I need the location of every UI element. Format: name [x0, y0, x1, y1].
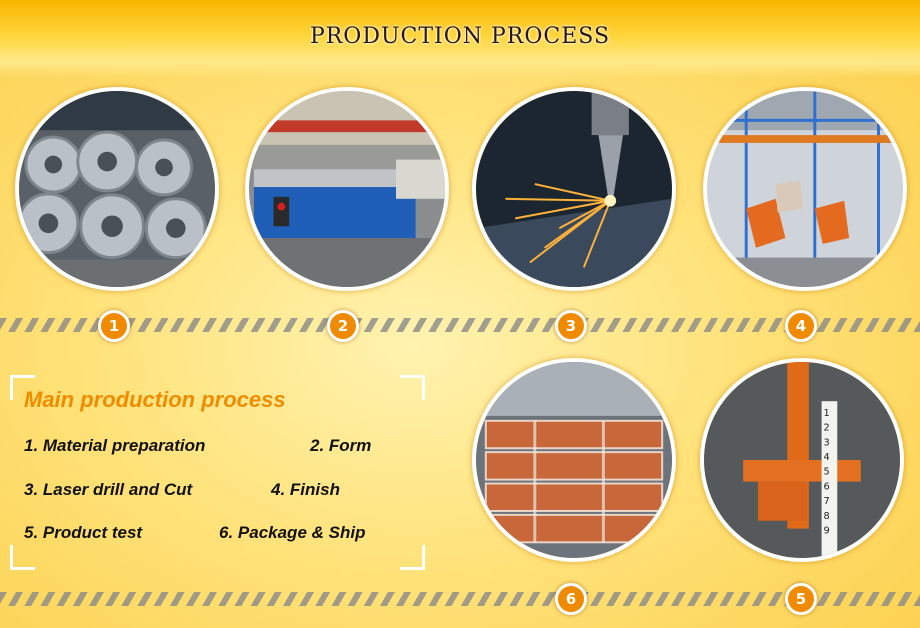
panel-corner [400, 375, 425, 400]
step-text-3: 3. Laser drill and Cut [24, 480, 193, 499]
step-text-1: 1. Material preparation [24, 436, 206, 455]
step-badge-3: 3 [555, 310, 587, 342]
panel-title: Main production process [24, 387, 286, 412]
steel-coils-photo [15, 87, 219, 291]
step-badge-1: 1 [98, 310, 130, 342]
laser-cutting-photo [472, 87, 676, 291]
svg-text:1: 1 [824, 408, 830, 419]
header-bar [0, 0, 920, 78]
step-text-6: 6. Package & Ship [219, 523, 366, 542]
packaged-pallets-photo [472, 358, 676, 562]
svg-text:3: 3 [824, 437, 830, 448]
svg-text:5: 5 [824, 467, 830, 478]
painting-line-photo [703, 87, 907, 291]
step-badge-6: 6 [555, 583, 587, 615]
step-badge-5: 5 [785, 583, 817, 615]
divider-stripe [0, 318, 920, 332]
svg-text:9: 9 [824, 526, 830, 537]
step-text-4: 4. Finish [271, 480, 340, 499]
svg-text:6: 6 [824, 481, 830, 492]
step-text-2: 2. Form [310, 436, 372, 455]
product-test-photo: 1 2 3 4 5 6 7 8 9 [700, 358, 904, 562]
divider-stripe [0, 592, 920, 606]
svg-text:8: 8 [824, 511, 830, 522]
forming-machine-photo [245, 87, 449, 291]
step-text-5: 5. Product test [24, 523, 143, 542]
panel-corner [10, 375, 35, 400]
panel-corner [400, 545, 425, 570]
panel-corner [10, 545, 35, 570]
page-title: PRODUCTION PROCESS [309, 24, 611, 49]
svg-text:7: 7 [824, 496, 830, 507]
svg-text:2: 2 [824, 423, 830, 434]
step-badge-2: 2 [327, 310, 359, 342]
main-process-panel: Main production process 1. Material prep… [10, 375, 425, 570]
step-badge-4: 4 [785, 310, 817, 342]
svg-text:4: 4 [824, 452, 830, 463]
